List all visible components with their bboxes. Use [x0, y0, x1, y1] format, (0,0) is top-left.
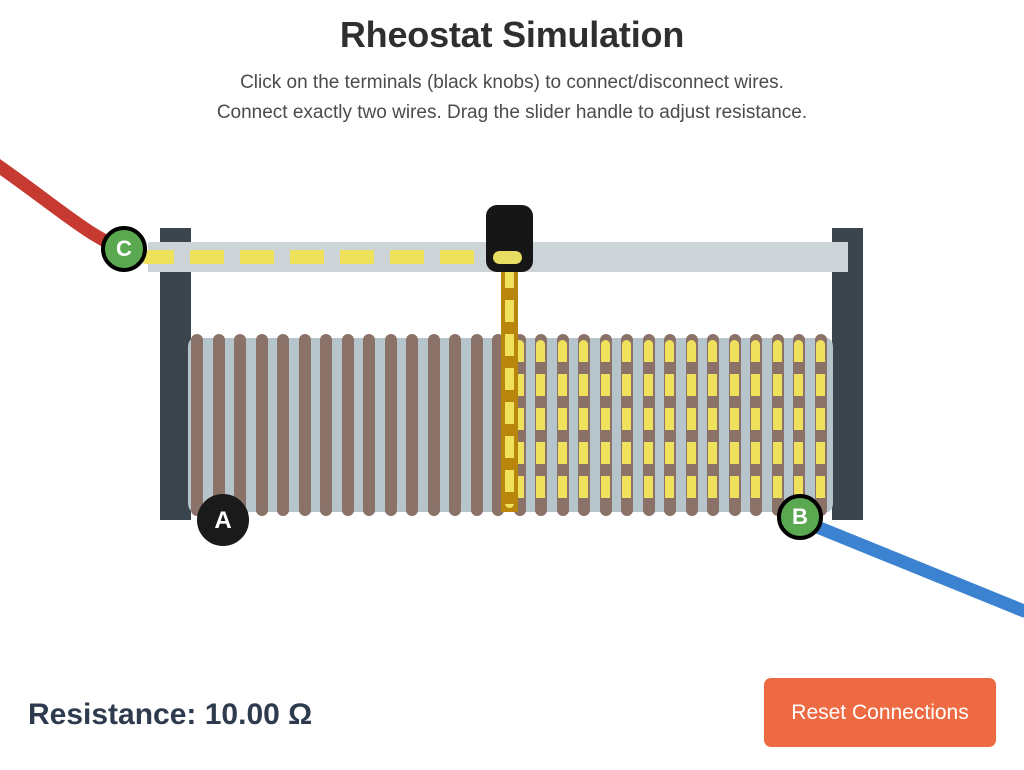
coil-current-dash: [708, 340, 717, 510]
coil-winding: [341, 334, 354, 516]
coil-current-dash: [686, 340, 696, 510]
coil-winding: [255, 334, 268, 516]
terminal-a-label: A: [214, 507, 232, 534]
wiper-stem: [501, 262, 518, 512]
resistance-readout: Resistance: 10.00 Ω: [28, 698, 313, 731]
coil-winding: [363, 334, 375, 516]
header: Rheostat Simulation Click on the termina…: [0, 0, 1024, 128]
coil-winding: [320, 334, 332, 516]
coil-current-dash: [514, 340, 524, 510]
terminal-a[interactable]: A: [197, 494, 249, 546]
terminal-b[interactable]: B: [777, 494, 823, 540]
coil-current-dash: [794, 340, 803, 510]
coil-current-dash: [815, 340, 825, 510]
coil-current-dash: [772, 340, 782, 510]
coil-winding: [298, 334, 311, 516]
terminal-c-label: C: [116, 236, 132, 261]
instruction-line-2: Connect exactly two wires. Drag the slid…: [216, 102, 808, 123]
coil-current-dash: [643, 340, 653, 510]
coil-winding: [277, 334, 289, 516]
coil-winding: [427, 334, 440, 516]
coil-winding: [384, 334, 397, 516]
page-title: Rheostat Simulation: [339, 14, 685, 55]
coil-current-dash: [536, 340, 545, 510]
reset-connections-button[interactable]: Reset Connections: [764, 678, 996, 747]
coil-current-dash: [622, 340, 631, 510]
slider-handle[interactable]: [486, 205, 533, 272]
coil-current-dash: [751, 340, 760, 510]
coil-current-dash: [579, 340, 588, 510]
rail-current-flow: [140, 250, 512, 264]
slider-handle-notch: [493, 251, 522, 264]
coil-winding: [406, 334, 418, 516]
coil-winding: [212, 334, 225, 516]
rheostat-simulation-stage: A B C: [0, 159, 1024, 618]
coil-current-dash: [600, 340, 610, 510]
post-left: [160, 228, 191, 520]
coil-current-dash: [729, 340, 739, 510]
wire-blue-terminal-b: [793, 513, 1024, 618]
post-right: [832, 228, 863, 520]
terminal-c[interactable]: C: [101, 226, 147, 272]
coil-winding: [449, 334, 461, 516]
coil-winding: [234, 334, 246, 516]
instruction-line-1: Click on the terminals (black knobs) to …: [240, 72, 784, 93]
coil-winding: [191, 334, 203, 516]
coil-current-dash: [665, 340, 674, 510]
wiper-current-flow: [505, 266, 514, 508]
terminal-b-label: B: [792, 504, 808, 529]
coil-winding: [470, 334, 483, 516]
coil-current-dash: [557, 340, 567, 510]
